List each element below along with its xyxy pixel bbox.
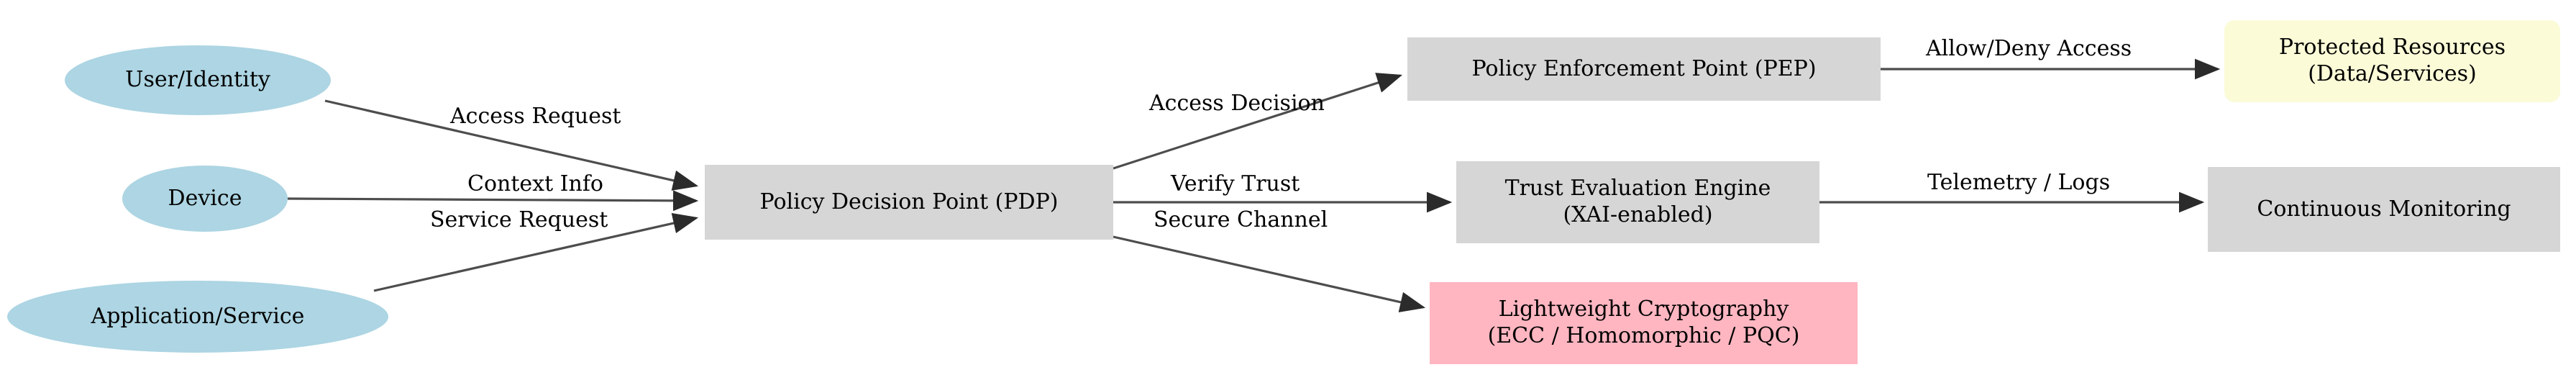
node-label: Trust Evaluation Engine (XAI-enabled) bbox=[1504, 176, 1771, 227]
node-label: Protected Resources (Data/Services) bbox=[2278, 35, 2506, 86]
node-label: Policy Decision Point (PDP) bbox=[759, 189, 1059, 214]
edge-label-secure-channel: Secure Channel bbox=[1154, 207, 1328, 232]
edge-device-to-pdp bbox=[287, 190, 699, 212]
edge-pdp-to-crypto bbox=[1113, 235, 1426, 312]
node-trust-evaluation-engine[interactable]: Trust Evaluation Engine (XAI-enabled) bbox=[1456, 161, 1819, 243]
node-label: Device bbox=[168, 185, 242, 211]
node-label: Lightweight Cryptography (ECC / Homomorp… bbox=[1487, 297, 1800, 348]
node-label: Application/Service bbox=[91, 303, 305, 329]
node-label: Continuous Monitoring bbox=[2257, 196, 2511, 222]
edge-label-access-request: Access Request bbox=[450, 104, 621, 129]
node-user-identity[interactable]: User/Identity bbox=[65, 45, 331, 115]
node-label: Policy Enforcement Point (PEP) bbox=[1471, 55, 1817, 81]
edge-user-to-pdp bbox=[324, 99, 699, 191]
edge-label-context-info: Context Info bbox=[467, 171, 603, 196]
node-lightweight-cryptography[interactable]: Lightweight Cryptography (ECC / Homomorp… bbox=[1430, 282, 1858, 364]
edge-label-service-request: Service Request bbox=[430, 207, 608, 232]
edge-label-allow-deny-access: Allow/Deny Access bbox=[1926, 36, 2132, 61]
node-policy-enforcement-point[interactable]: Policy Enforcement Point (PEP) bbox=[1407, 37, 1881, 101]
node-label: User/Identity bbox=[125, 67, 270, 93]
node-device[interactable]: Device bbox=[122, 166, 288, 232]
edge-pdp-to-pep bbox=[1113, 73, 1403, 170]
edge-label-verify-trust: Verify Trust bbox=[1171, 171, 1300, 196]
node-policy-decision-point[interactable]: Policy Decision Point (PDP) bbox=[705, 165, 1113, 240]
edge-label-access-decision: Access Decision bbox=[1149, 91, 1325, 116]
edge-label-telemetry-logs: Telemetry / Logs bbox=[1927, 170, 2111, 195]
edge-app-to-pdp bbox=[373, 212, 699, 292]
node-application-service[interactable]: Application/Service bbox=[7, 281, 388, 353]
node-protected-resources[interactable]: Protected Resources (Data/Services) bbox=[2224, 20, 2560, 102]
node-continuous-monitoring[interactable]: Continuous Monitoring bbox=[2208, 167, 2560, 252]
